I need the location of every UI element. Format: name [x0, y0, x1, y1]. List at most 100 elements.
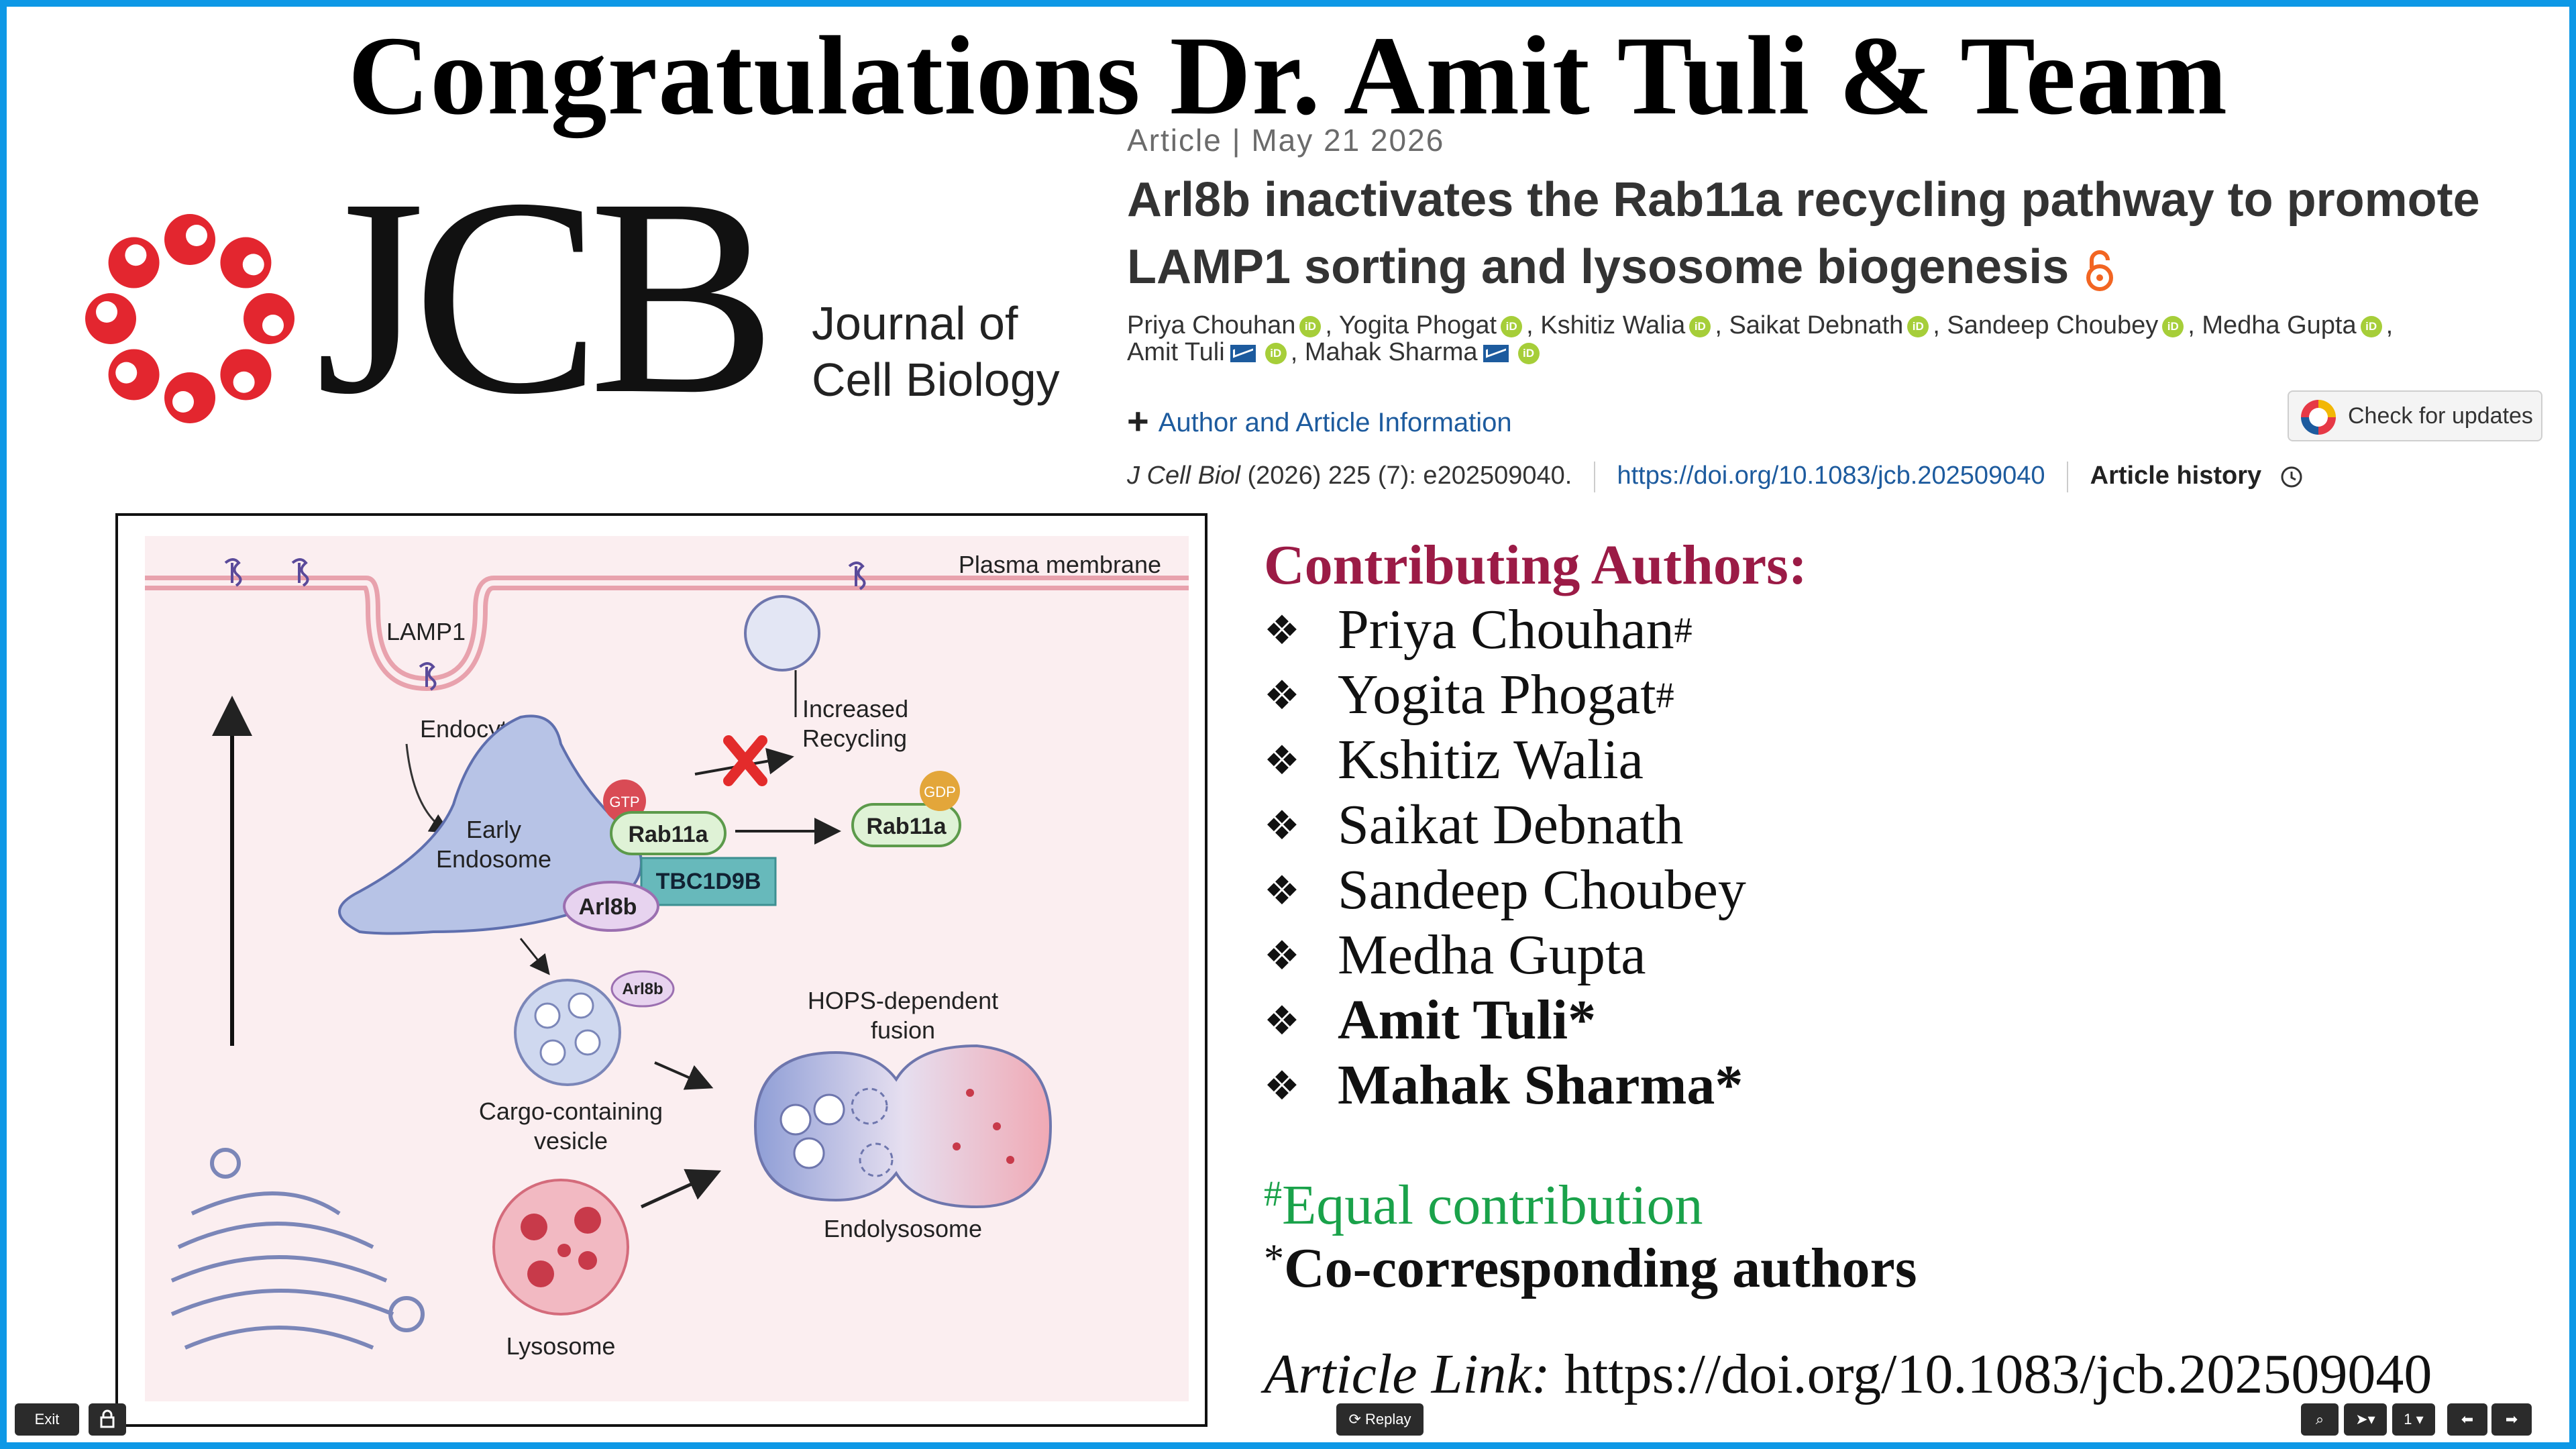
contributor-item: ❖ Priya Chouhan#: [1264, 598, 1807, 663]
article-link-url[interactable]: https://doi.org/10.1083/jcb.202509040: [1550, 1343, 2432, 1405]
contributor-item: ❖Medha Gupta: [1264, 923, 1807, 988]
author-link[interactable]: Medha Gupta: [2202, 311, 2357, 339]
cargo-vesicle: [514, 979, 621, 1086]
orcid-icon[interactable]: iD: [2162, 315, 2184, 337]
author-link[interactable]: Kshitiz Walia: [1540, 311, 1686, 339]
orcid-icon[interactable]: iD: [1689, 315, 1711, 337]
author-link[interactable]: Priya Chouhan: [1127, 311, 1296, 339]
article-title-text: Arl8b inactivates the Rab11a recycling p…: [1127, 173, 2480, 294]
blocked-cross-icon: [723, 735, 767, 786]
endolysosome: [753, 1044, 1053, 1209]
lamp1-label: LAMP1: [386, 618, 466, 645]
cell-background: [145, 536, 1189, 1401]
orcid-icon[interactable]: iD: [1501, 315, 1523, 337]
orcid-icon[interactable]: iD: [2360, 315, 2382, 337]
cargo-vesicle-label-1: Cargo-containing: [479, 1097, 663, 1125]
chevron-down-icon: ▾: [2412, 1411, 2424, 1428]
contributor-mark: #: [1674, 610, 1693, 650]
recycling-vesicle: [744, 595, 820, 672]
email-icon[interactable]: [1230, 344, 1256, 362]
arrow-right-icon: ➡: [2505, 1411, 2518, 1428]
journal-name-line2: Cell Biology: [812, 354, 1060, 406]
replay-button[interactable]: ⟳ Replay: [1336, 1403, 1424, 1436]
contributor-item: ❖Mahak Sharma*: [1264, 1053, 1807, 1118]
endolysosome-label: Endolysosome: [824, 1215, 982, 1242]
diamond-bullet-icon: ❖: [1264, 998, 1300, 1044]
article-link-label: Article Link:: [1264, 1343, 1550, 1405]
journal-name: Journal of Cell Biology: [812, 295, 1060, 408]
article-meta: Article | May 21 2026: [1127, 123, 1445, 158]
lock-icon: [100, 1409, 115, 1428]
contributor-item: ❖Amit Tuli*: [1264, 988, 1807, 1053]
contributor-name: Kshitiz Walia: [1338, 729, 1644, 791]
lock-button[interactable]: [89, 1403, 126, 1436]
rab11a-gdp-pill: [851, 803, 961, 847]
early-endosome-label-1: Early: [466, 816, 521, 843]
contributor-item: ❖Sandeep Choubey: [1264, 858, 1807, 923]
history-icon[interactable]: [2278, 464, 2305, 490]
contributor-name: Yogita Phogat: [1338, 663, 1656, 726]
diamond-bullet-icon: ❖: [1264, 737, 1300, 784]
check-for-updates-button[interactable]: Check for updates: [2288, 390, 2542, 441]
divider: [2067, 462, 2069, 492]
diamond-bullet-icon: ❖: [1264, 607, 1300, 654]
article-title: Arl8b inactivates the Rab11a recycling p…: [1127, 166, 2536, 301]
pointer-button[interactable]: ➤▾: [2344, 1403, 2387, 1436]
author-link[interactable]: Sandeep Choubey: [1947, 311, 2159, 339]
tbc1d9b-label: TBC1D9B: [656, 869, 761, 894]
doi-link[interactable]: https://doi.org/10.1083/jcb.202509040: [1617, 462, 2045, 490]
early-endosome-label-2: Endosome: [436, 845, 551, 873]
arl8b-label: Arl8b: [579, 894, 637, 920]
author-link[interactable]: Saikat Debnath: [1729, 311, 1904, 339]
lysosome-label: Lysosome: [506, 1332, 616, 1360]
page-number: 1: [2404, 1411, 2412, 1428]
author-link[interactable]: Yogita Phogat: [1338, 311, 1497, 339]
article-link: Article Link: https://doi.org/10.1083/jc…: [1264, 1342, 2432, 1407]
contributor-item: ❖Yogita Phogat#: [1264, 663, 1807, 728]
tbc1d9b-box: [640, 857, 777, 906]
check-for-updates-label: Check for updates: [2348, 403, 2533, 429]
journal-name-line1: Journal of: [812, 297, 1018, 350]
diamond-bullet-icon: ❖: [1264, 1063, 1300, 1110]
contributor-name: Mahak Sharma: [1338, 1054, 1715, 1116]
page-selector[interactable]: 1 ▾: [2392, 1403, 2435, 1436]
pointer-icon: ➤▾: [2355, 1411, 2375, 1428]
rab11a-label: Rab11a: [628, 822, 708, 847]
contributors-heading: Contributing Authors:: [1264, 534, 1807, 596]
orcid-icon[interactable]: iD: [1299, 315, 1322, 337]
next-slide-button[interactable]: ➡: [2491, 1403, 2532, 1436]
author-link[interactable]: Mahak Sharma: [1304, 338, 1478, 366]
contributor-name: Priya Chouhan: [1338, 598, 1674, 661]
article-history-link[interactable]: Article history: [2090, 462, 2262, 490]
hops-label-1: HOPS-dependent: [808, 987, 998, 1014]
orcid-icon[interactable]: iD: [1517, 342, 1540, 364]
contributing-authors: Contributing Authors: ❖Priya Chouhan# ❖Y…: [1264, 533, 1807, 1118]
prev-slide-button[interactable]: ⬅: [2447, 1403, 2487, 1436]
orcid-icon[interactable]: iD: [1265, 342, 1287, 364]
gdp-label: GDP: [924, 784, 956, 800]
plasma-membrane-label: Plasma membrane: [959, 551, 1161, 578]
hops-label-2: fusion: [871, 1016, 935, 1044]
contributor-item: ❖Saikat Debnath: [1264, 793, 1807, 858]
contributor-mark: #: [1656, 675, 1674, 715]
zoom-button[interactable]: ⌕: [2301, 1403, 2339, 1436]
gdp-badge: [920, 771, 960, 811]
author-link[interactable]: Amit Tuli: [1127, 338, 1225, 366]
arl8b-pill: [563, 881, 659, 932]
graphical-abstract: Plasma membrane LAMP1 Endocytosis Early …: [115, 513, 1208, 1427]
cargo-vesicle-label-2: vesicle: [534, 1127, 608, 1155]
rab11a-gtp-pill: [610, 811, 727, 855]
equal-contribution-note: #Equal contribution: [1264, 1173, 1703, 1238]
increased-recycling-label-2: Recycling: [802, 724, 907, 752]
exit-button[interactable]: Exit: [15, 1403, 79, 1436]
corr-text: Co-corresponding authors: [1284, 1237, 1917, 1299]
golgi-apparatus: [170, 1148, 425, 1350]
equal-text: Equal contribution: [1282, 1174, 1703, 1236]
orcid-icon[interactable]: iD: [1907, 315, 1929, 337]
graphical-abstract-diagram: Plasma membrane LAMP1 Endocytosis Early …: [145, 536, 1189, 1401]
replay-icon: ⟳: [1348, 1411, 1366, 1428]
email-icon[interactable]: [1483, 344, 1509, 362]
author-info-toggle[interactable]: +Author and Article Information: [1127, 399, 1512, 443]
